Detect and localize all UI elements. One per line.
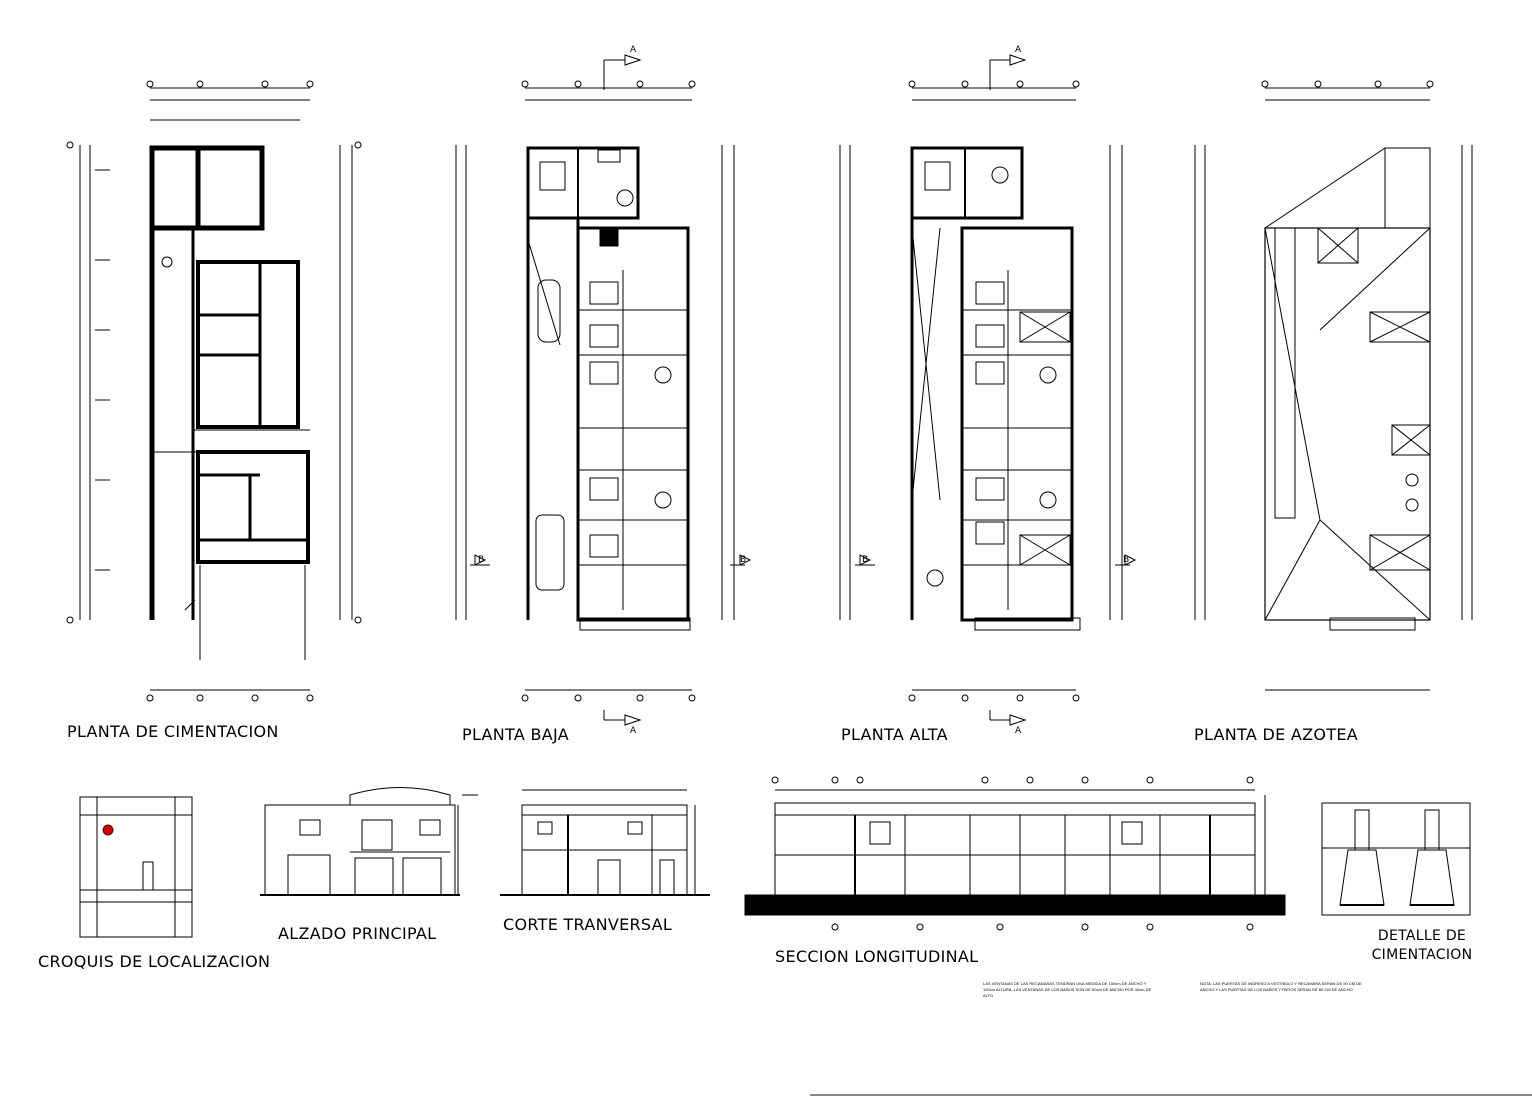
note-ventanas: LAS VENTANAS DE LAS RECAMARAS TENDRAN UN… [983,981,1152,998]
foundation-detail [1321,802,1471,916]
section-mark-a-top-alta: A [1015,45,1022,55]
section-mark-a-top: A [630,45,637,55]
note-puertas: NOTA: LAS PUERTAS DE INGRESO A VESTIBULO… [1200,981,1362,992]
title-planta-azotea: PLANTA DE AZOTEA [1194,725,1359,744]
title-croquis: CROQUIS DE LOCALIZACION [38,952,271,971]
foundation-plan [66,80,362,702]
section-mark-b-left-alta: B [862,555,868,565]
cross-section [500,789,710,896]
title-planta-alta: PLANTA ALTA [841,725,948,744]
title-corte: CORTE TRANVERSAL [503,915,673,934]
section-mark-b-right-alta: B [1123,555,1129,565]
section-mark-a-bottom-alta: A [1015,726,1022,736]
title-seccion: SECCION LONGITUDINAL [775,947,979,966]
section-mark-b-right: B [740,555,746,565]
location-sketch [79,796,193,938]
title-detalle: DETALLE DE CIMENTACION [1362,927,1482,965]
front-elevation [260,787,478,896]
title-detalle-line1: DETALLE DE [1377,928,1467,944]
title-planta-baja: PLANTA BAJA [462,725,570,744]
roof-plan [1194,80,1473,691]
section-mark-a-bottom: A [630,726,637,736]
ground-floor-plan [455,54,752,726]
section-mark-b-left: B [478,555,484,565]
title-planta-cimentacion: PLANTA DE CIMENTACION [67,722,279,741]
title-detalle-line2: CIMENTACION [1371,947,1473,963]
title-alzado: ALZADO PRINCIPAL [278,924,437,943]
longitudinal-section [744,776,1286,931]
upper-floor-plan [839,54,1137,726]
